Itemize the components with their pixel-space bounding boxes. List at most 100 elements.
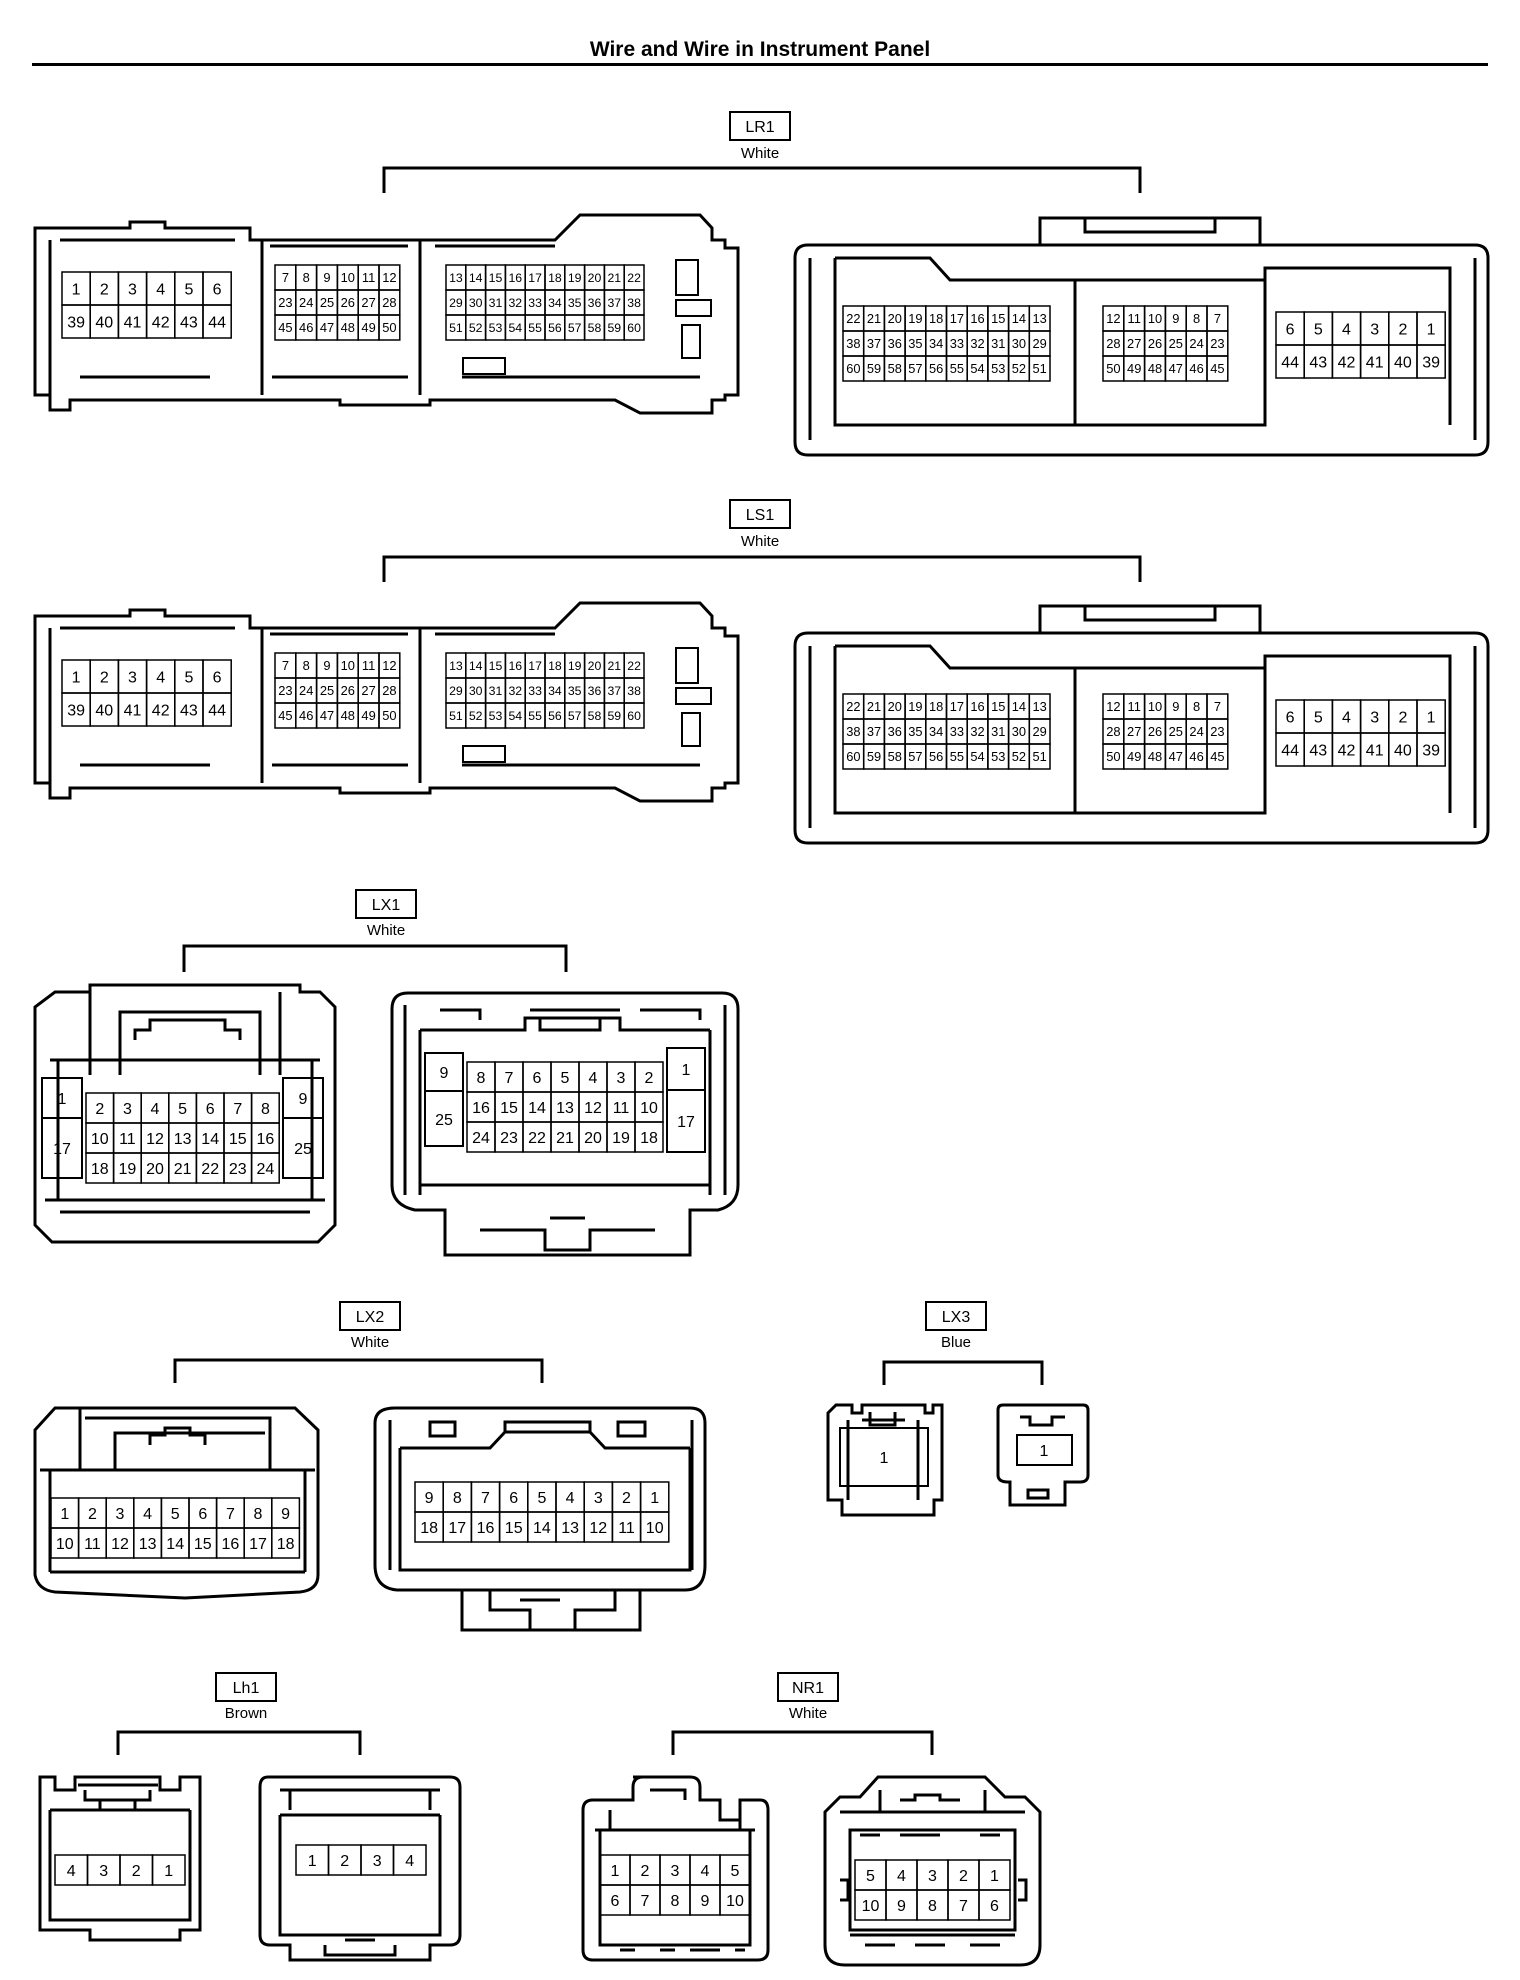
cavity-number: 57 bbox=[908, 361, 922, 376]
cavity-number: 4 bbox=[156, 669, 165, 686]
cavity-number: 32 bbox=[970, 336, 984, 351]
cavity-number: 48 bbox=[1148, 361, 1162, 376]
cavity-number: 59 bbox=[867, 361, 881, 376]
cavity-number: 2 bbox=[959, 1868, 968, 1885]
cavity bbox=[639, 1511, 670, 1543]
cavity-number: 30 bbox=[1012, 724, 1026, 739]
cavity-number: 13 bbox=[174, 1131, 192, 1148]
cavity-number: 43 bbox=[1309, 742, 1327, 759]
cavity-number: 7 bbox=[1214, 699, 1221, 714]
cavity-number: 22 bbox=[846, 311, 860, 326]
cavity-number: 16 bbox=[477, 1520, 495, 1537]
cavity-number: 21 bbox=[607, 271, 621, 285]
connector-color: White bbox=[741, 533, 779, 550]
cavity-number: 27 bbox=[1127, 336, 1141, 351]
cavity-number: 13 bbox=[139, 1536, 157, 1553]
cavity-number: 7 bbox=[481, 1490, 490, 1507]
cavity-number: 48 bbox=[1148, 749, 1162, 764]
cavity-number: 39 bbox=[1422, 354, 1440, 371]
cavity-number: 12 bbox=[584, 1100, 602, 1117]
cavity-number: 19 bbox=[119, 1161, 137, 1178]
cavity-number: 56 bbox=[929, 749, 943, 764]
cavity-number: 37 bbox=[607, 684, 621, 698]
cavity-number: 46 bbox=[299, 708, 313, 723]
housing-detail bbox=[808, 604, 1477, 828]
cavity-number: 22 bbox=[846, 699, 860, 714]
cavity-number: 4 bbox=[156, 281, 165, 298]
cavity-number: 54 bbox=[970, 361, 984, 376]
cavity-number: 16 bbox=[222, 1536, 240, 1553]
cavity-number: 34 bbox=[548, 296, 562, 310]
cavity-number: 31 bbox=[991, 336, 1005, 351]
cavity-number: 9 bbox=[323, 270, 330, 285]
cavity-number: 39 bbox=[1422, 742, 1440, 759]
cavity-number: 44 bbox=[208, 314, 226, 331]
cavity-number: 56 bbox=[548, 709, 562, 723]
cavity-number: 7 bbox=[282, 270, 289, 285]
cavity-number: 10 bbox=[640, 1100, 658, 1117]
cavity-number: 3 bbox=[671, 1863, 680, 1880]
cavity-number: 11 bbox=[362, 658, 375, 673]
cavity-number: 57 bbox=[568, 321, 582, 335]
cavity-number: 1 bbox=[611, 1863, 620, 1880]
cavity-number: 28 bbox=[1106, 336, 1120, 351]
cavity-number: 6 bbox=[213, 669, 222, 686]
housing-detail bbox=[681, 712, 701, 747]
cavity-number: 25 bbox=[435, 1112, 453, 1129]
cavity-number: 46 bbox=[1189, 361, 1203, 376]
title-rule bbox=[32, 63, 1488, 66]
connector-code-box bbox=[215, 1672, 277, 1702]
cavity-number: 51 bbox=[1033, 361, 1047, 376]
cavity bbox=[424, 1090, 464, 1147]
cavity-number: 46 bbox=[299, 320, 313, 335]
cavity-number: 25 bbox=[320, 295, 334, 310]
cavity-number: 23 bbox=[229, 1161, 247, 1178]
cavity-number: 5 bbox=[171, 1506, 180, 1523]
cavity-number: 2 bbox=[645, 1070, 654, 1087]
cavity-number: 10 bbox=[341, 658, 355, 673]
cavity-number: 12 bbox=[382, 658, 396, 673]
cavity-number: 18 bbox=[548, 271, 562, 285]
cavity-number: 26 bbox=[341, 295, 355, 310]
cavity-number: 9 bbox=[440, 1065, 449, 1082]
cavity-number: 6 bbox=[1286, 709, 1295, 726]
cavity-number: 42 bbox=[1338, 354, 1356, 371]
cavity-number: 27 bbox=[1127, 724, 1141, 739]
cavity-number: 19 bbox=[568, 271, 582, 285]
cavity-number: 37 bbox=[607, 296, 621, 310]
connector-code: LX1 bbox=[372, 897, 401, 914]
cavity-number: 20 bbox=[888, 699, 902, 714]
cavity-number: 53 bbox=[991, 361, 1005, 376]
connector-code: LX3 bbox=[942, 1309, 971, 1326]
cavity-number: 40 bbox=[95, 702, 113, 719]
cavity-number: 4 bbox=[589, 1070, 598, 1087]
cavity-number: 47 bbox=[320, 320, 334, 335]
cavity-number: 29 bbox=[449, 684, 463, 698]
cavity-number: 45 bbox=[1210, 361, 1224, 376]
cavity-number: 2 bbox=[1398, 321, 1407, 338]
connector-code-box bbox=[729, 499, 791, 529]
cavity bbox=[282, 1117, 324, 1179]
cavity-number: 19 bbox=[908, 311, 922, 326]
cavity-number: 51 bbox=[449, 709, 463, 723]
cavity-number: 27 bbox=[361, 683, 375, 698]
cavity-number: 51 bbox=[1033, 749, 1047, 764]
cavity-number: 8 bbox=[477, 1070, 486, 1087]
cavity-number: 36 bbox=[888, 336, 902, 351]
cavity-number: 5 bbox=[561, 1070, 570, 1087]
cavity-number: 52 bbox=[469, 321, 483, 335]
cavity-number: 4 bbox=[701, 1863, 710, 1880]
cavity-number: 9 bbox=[281, 1506, 290, 1523]
housing-outline bbox=[33, 213, 740, 415]
cavity-number: 8 bbox=[1193, 311, 1200, 326]
housing-detail bbox=[462, 357, 506, 375]
cavity-number: 29 bbox=[1033, 724, 1047, 739]
cavity-number: 15 bbox=[489, 271, 503, 285]
cavity-number: 57 bbox=[568, 709, 582, 723]
cavity bbox=[666, 1089, 706, 1153]
